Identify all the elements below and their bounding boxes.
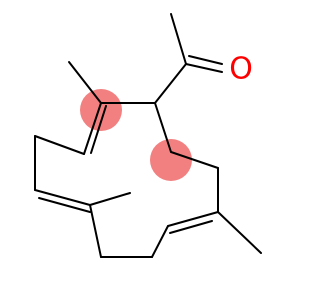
bond-ring-8 [89, 204, 102, 258]
bond-methyl-middle [89, 192, 131, 206]
molecule-structure: O [34, 13, 262, 258]
bond-carbonyl-oxygen [185, 63, 223, 73]
bond-methyl-carbonyl [170, 13, 187, 65]
bond-ring-2 [154, 102, 172, 153]
atom-label-oxygen: O [229, 52, 253, 87]
bond-methyl-right [217, 211, 262, 254]
bond-ring-11 [34, 135, 85, 155]
bond-ring-5 [167, 211, 219, 227]
bond-ring-3 [170, 151, 219, 169]
bond-ring-12-double [90, 105, 107, 154]
bond-carbonyl-ring [154, 63, 187, 104]
atom-highlight-ring-carbon [150, 139, 192, 181]
bond-ring-6 [151, 225, 169, 258]
bond-ring-12 [83, 102, 102, 155]
bond-carbonyl-oxygen-double [188, 55, 223, 65]
bond-ring-9-double [38, 197, 91, 213]
bond-ring-9 [34, 189, 91, 206]
bond-methyl-top [68, 61, 102, 104]
atom-highlight-alkene-carbon [80, 89, 122, 131]
bond-ring-5-double [169, 220, 213, 234]
